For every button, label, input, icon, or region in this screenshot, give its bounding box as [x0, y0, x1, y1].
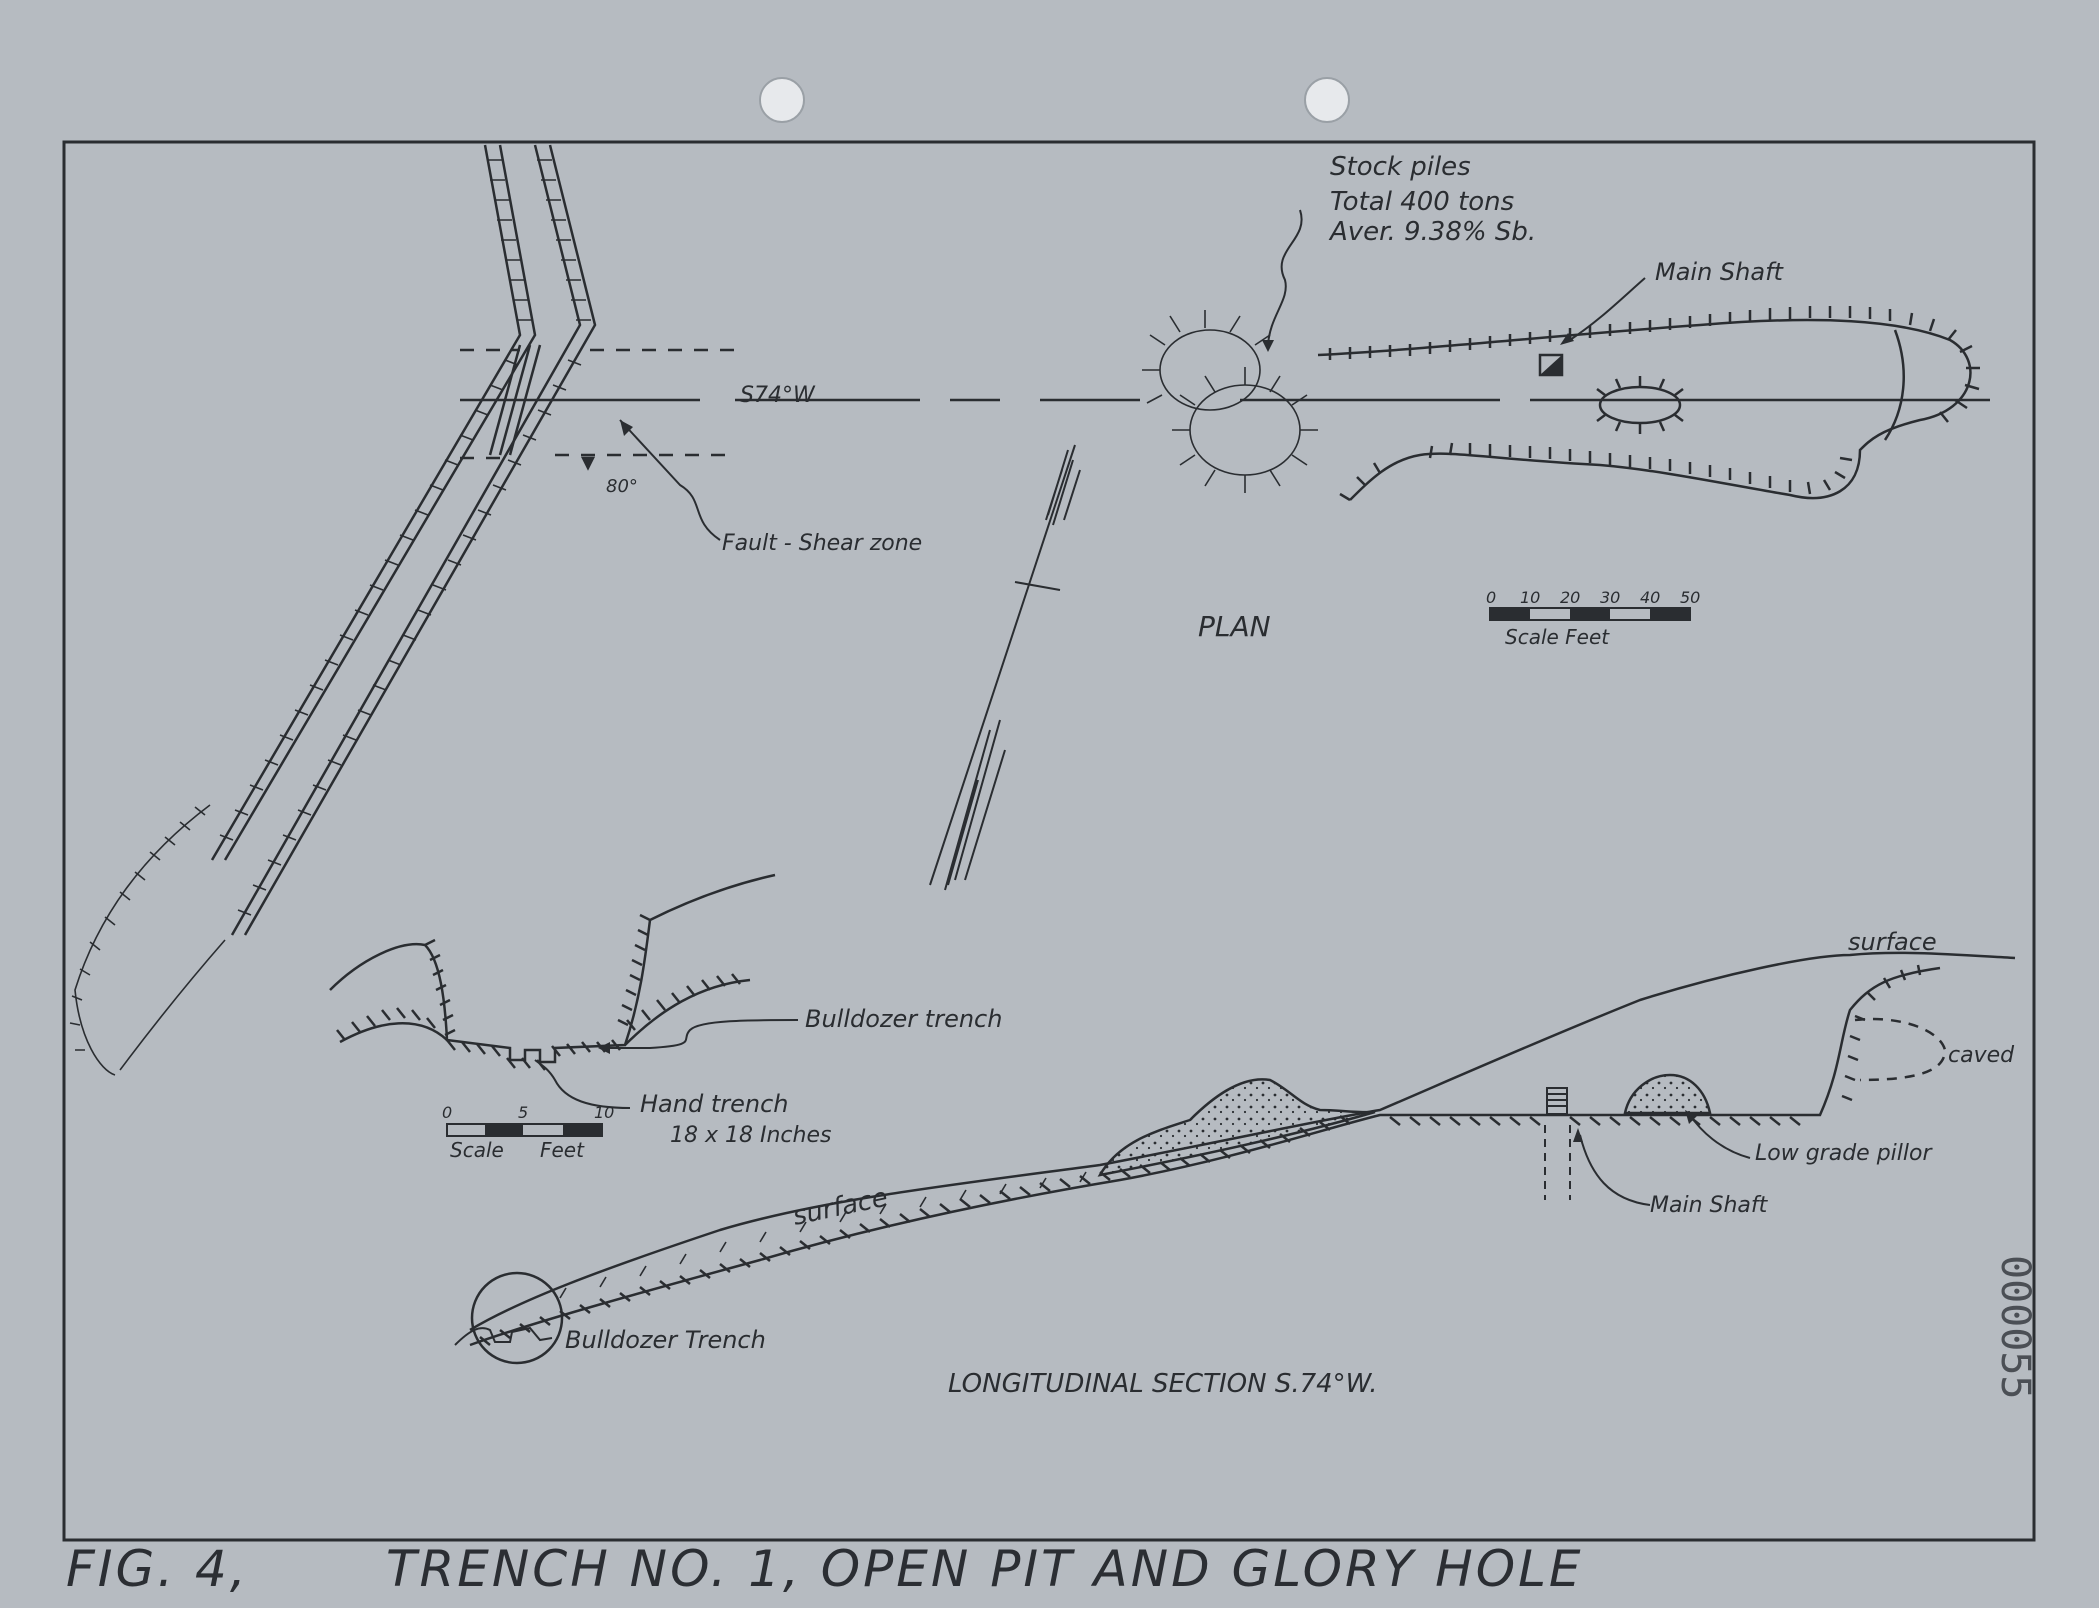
trench-scale-label-right: Feet: [540, 1138, 585, 1162]
bulldozer-trench-section: [454, 1326, 553, 1346]
bulldozer-trench-circle: [470, 1271, 564, 1365]
longitudinal-section-title: LONGITUDINAL SECTION S.74°W.: [948, 1369, 1378, 1399]
trench-cross-section: [329, 873, 776, 1071]
bulldozer-trench-leader: [605, 1019, 799, 1049]
trench-plan: [210, 144, 597, 936]
trench-scale-ticks: 0 5 10: [442, 1103, 614, 1122]
bearing-label: S74°W: [740, 383, 816, 408]
trench-scale-bar: [446, 1123, 603, 1137]
trench-spoil-end: [69, 804, 226, 1076]
trench-scale-tick: 10: [594, 1103, 614, 1122]
bulldozer-trench-arrow-head: [598, 1042, 610, 1054]
plan-scale-ticks: 0 10 20 30 40 50: [1486, 588, 1700, 607]
stockpile-line-3: Aver. 9.38% Sb.: [1328, 217, 1536, 247]
stockpile-line-2: Total 400 tons: [1330, 187, 1514, 217]
section-shaft-leader: [1579, 1134, 1651, 1206]
strike-line: [460, 348, 1990, 471]
caved-label: caved: [1948, 1043, 2015, 1068]
punch-hole-right: [1304, 77, 1350, 123]
dip-label: 80°: [606, 476, 638, 497]
trench-scale-tick: 5: [518, 1103, 528, 1122]
section-bulldozer-trench-label: Bulldozer Trench: [565, 1326, 766, 1354]
plan-scale-tick: 20: [1560, 588, 1580, 607]
plan-scale-tick: 10: [1520, 588, 1540, 607]
stockpile-label: Stock piles Total 400 tons Aver. 9.38% S…: [1328, 152, 1536, 247]
section-stockpile: [1097, 1078, 1376, 1177]
main-shaft-fill: [1540, 355, 1562, 375]
section-main-shaft-label: Main Shaft: [1650, 1193, 1769, 1218]
plan-title: PLAN: [1198, 610, 1271, 643]
plan-scale-bar: [1489, 607, 1691, 621]
fault-shear-zone-label: Fault - Shear zone: [722, 531, 922, 556]
main-shaft-arrow-head: [1560, 333, 1574, 345]
upper-surface-label: surface: [1848, 928, 1937, 956]
plan-scale-tick: 0: [1486, 588, 1496, 607]
stockpile-arrow-head: [1262, 340, 1274, 352]
bulldozer-trench-label: Bulldozer trench: [805, 1005, 1002, 1033]
trench-scale-label-left: Scale: [450, 1138, 504, 1162]
page-stamp-number: 000055: [1992, 1255, 2038, 1400]
low-grade-pillar-label: Low grade pillor: [1755, 1141, 1933, 1166]
hand-trench-size: 18 x 18 Inches: [670, 1123, 831, 1148]
plan-scale-tick: 50: [1680, 588, 1700, 607]
figure-caption: FIG. 4, TRENCH NO. 1, OPEN PIT AND GLORY …: [66, 1540, 1584, 1598]
stockpile-leader: [1267, 209, 1303, 346]
plan-scale-tick: 30: [1600, 588, 1620, 607]
fault-arrow: [619, 419, 721, 541]
figure-number: FIG. 4,: [66, 1540, 249, 1598]
vein-marks: [929, 444, 1081, 891]
punch-hole-left: [759, 77, 805, 123]
section-shaft-arrow-head: [1573, 1128, 1583, 1142]
trench-scale-tick: 0: [442, 1103, 452, 1122]
plan-scale-label: Scale Feet: [1505, 625, 1610, 649]
main-shaft-leader: [1569, 277, 1646, 341]
open-pit-plan: [1317, 306, 1980, 502]
section-main-shaft: [1544, 1087, 1571, 1200]
plan-scale-tick: 40: [1640, 588, 1660, 607]
figure-title: TRENCH NO. 1, OPEN PIT AND GLORY HOLE: [386, 1540, 1584, 1598]
pillar-arrow-head: [1685, 1110, 1697, 1124]
hand-trench-leader: [534, 1059, 631, 1109]
lower-surface-label: surface: [790, 1183, 890, 1232]
fault-arrow-head: [620, 420, 633, 436]
stockpile-symbol: [1142, 310, 1318, 493]
surface-ticks: [559, 1171, 1087, 1299]
drawing-border: [62, 140, 2036, 1542]
hand-trench-label: Hand trench: [640, 1090, 789, 1118]
plan-main-shaft-label: Main Shaft: [1655, 258, 1785, 286]
pillar-leader: [1689, 1114, 1751, 1159]
stockpile-line-1: Stock piles: [1330, 152, 1471, 182]
low-grade-pillar: [1623, 1073, 1712, 1115]
